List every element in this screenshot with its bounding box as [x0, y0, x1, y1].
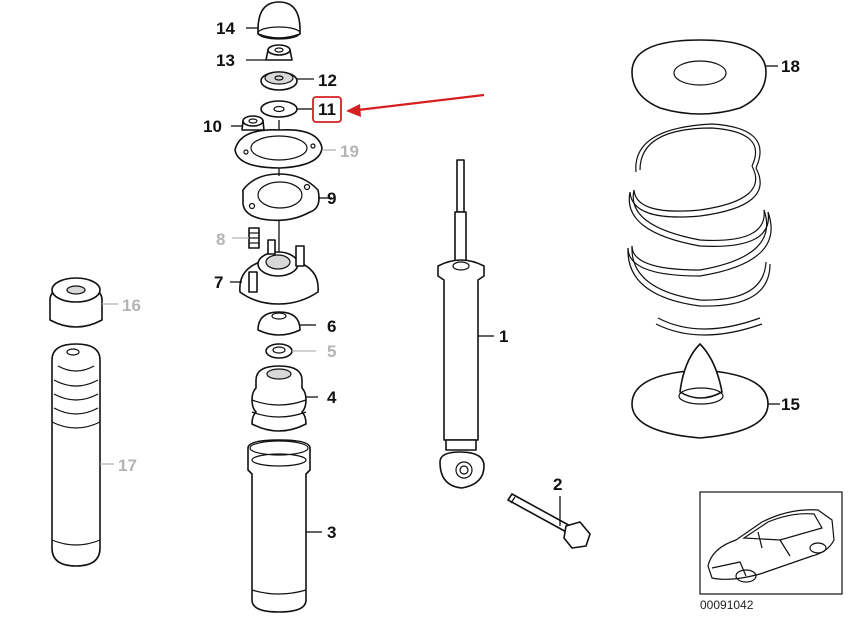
label-16: 16: [122, 296, 141, 315]
label-4: 4: [327, 388, 337, 407]
part-17-boot-assembly[interactable]: [51, 343, 101, 567]
part-18-spring-seat[interactable]: [631, 39, 767, 115]
label-10: 10: [203, 117, 222, 136]
label-13: 13: [216, 51, 235, 70]
part-4-bump-stop[interactable]: [251, 365, 307, 432]
label-5: 5: [327, 342, 336, 361]
label-8: 8: [216, 230, 225, 249]
label-19: 19: [340, 142, 359, 161]
label-18: 18: [781, 57, 800, 76]
label-7: 7: [214, 273, 223, 292]
part-9-plate[interactable]: [242, 173, 320, 222]
part-2-bolt[interactable]: [507, 493, 591, 549]
red-arrow-icon: [346, 93, 485, 117]
car-thumbnail: 00091042: [699, 491, 843, 612]
reference-code: 00091042: [700, 598, 754, 612]
label-11: 11: [318, 100, 336, 119]
part-10-nut[interactable]: [241, 115, 265, 131]
part-14-cap[interactable]: [257, 1, 301, 40]
label-9: 9: [327, 189, 336, 208]
part-6-spacer[interactable]: [257, 311, 301, 336]
part-7-strut-mount[interactable]: [239, 239, 319, 305]
part-1-shock-absorber[interactable]: [437, 159, 485, 489]
label-1: 1: [499, 327, 508, 346]
part-19-gasket[interactable]: [234, 129, 323, 169]
label-12: 12: [318, 71, 337, 90]
leader-lines: [100, 27, 780, 533]
part-11-washer[interactable]: [260, 100, 298, 118]
label-17: 17: [118, 456, 137, 475]
part-8-stud[interactable]: [248, 227, 260, 249]
label-15: 15: [781, 395, 800, 414]
label-2: 2: [553, 475, 562, 494]
part-5-ring[interactable]: [265, 343, 293, 359]
part-labels: 14 13 12 11 10 19 9 8 7 6 5 4 3 1 2 18 1…: [118, 19, 800, 542]
highlight-part-11: [312, 93, 485, 123]
part-3-dust-boot[interactable]: [247, 439, 311, 613]
part-12-washer[interactable]: [260, 71, 298, 91]
label-6: 6: [327, 317, 336, 336]
car-thumbnail-icon: [707, 509, 835, 583]
label-14: 14: [216, 19, 235, 38]
label-3: 3: [327, 523, 336, 542]
part-15-lower-seat[interactable]: [631, 343, 769, 439]
coil-spring[interactable]: [627, 123, 772, 336]
part-13-nut[interactable]: [265, 44, 293, 61]
part-16-cap[interactable]: [49, 277, 103, 328]
